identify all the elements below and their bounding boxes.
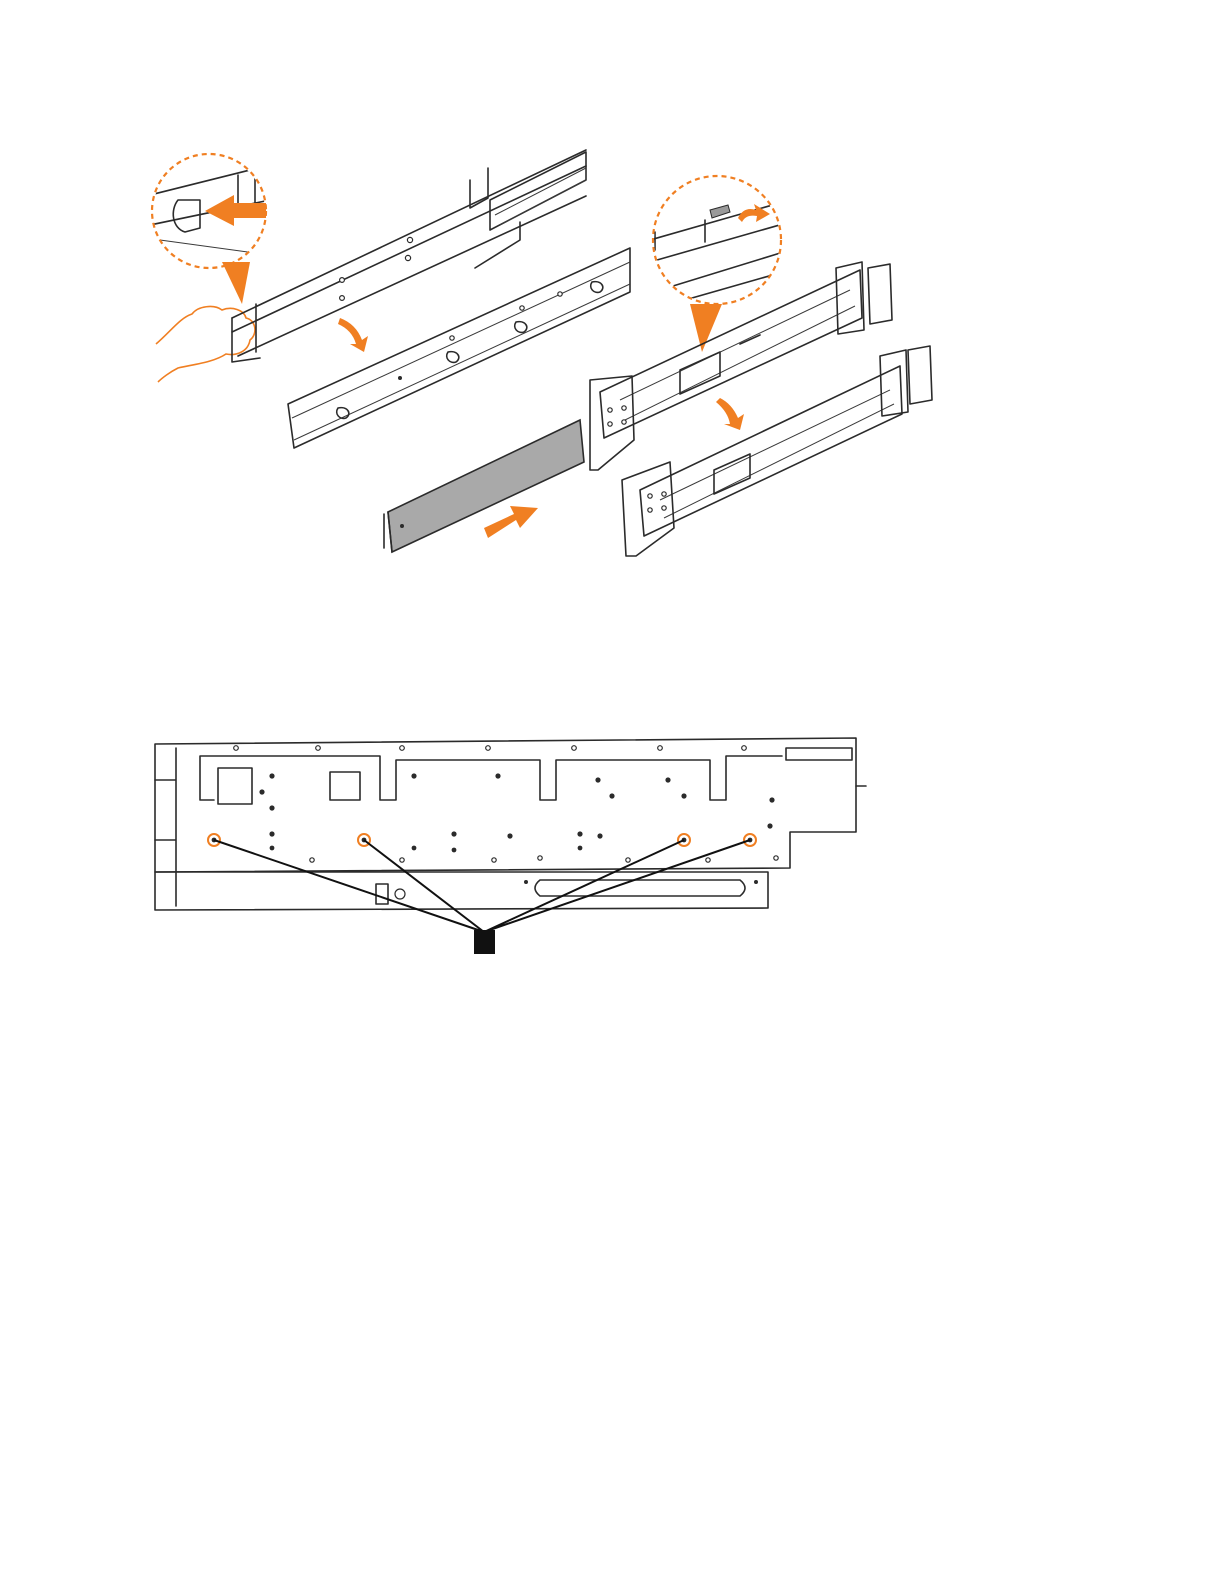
screw-location-marker-icon (208, 834, 220, 846)
screw-location-marker-icon (744, 834, 756, 846)
callout-leaders (214, 840, 750, 932)
push-arrow-icon (484, 506, 538, 538)
screw-location-markers (208, 834, 756, 846)
chassis-outline (155, 738, 866, 910)
lever-detail-callout (650, 176, 790, 352)
rotate-arrow-icon (338, 318, 368, 352)
rotate-arrow-icon (716, 398, 744, 430)
hand-illustration (156, 307, 255, 382)
chassis-holes (234, 746, 779, 884)
callout-pointer-right (690, 304, 722, 352)
outer-rail-upper (232, 150, 586, 362)
slide-rail-lower-right (622, 346, 932, 556)
inner-rail-middle (288, 248, 630, 448)
rail-installation-figure (0, 0, 1224, 600)
screw-location-marker-icon (678, 834, 690, 846)
callout-box-icon (474, 930, 495, 954)
screw-location-marker-icon (358, 834, 370, 846)
gray-extension-rail (384, 420, 584, 552)
latch-detail-callout (150, 140, 270, 304)
callout-pointer-left (222, 262, 250, 304)
